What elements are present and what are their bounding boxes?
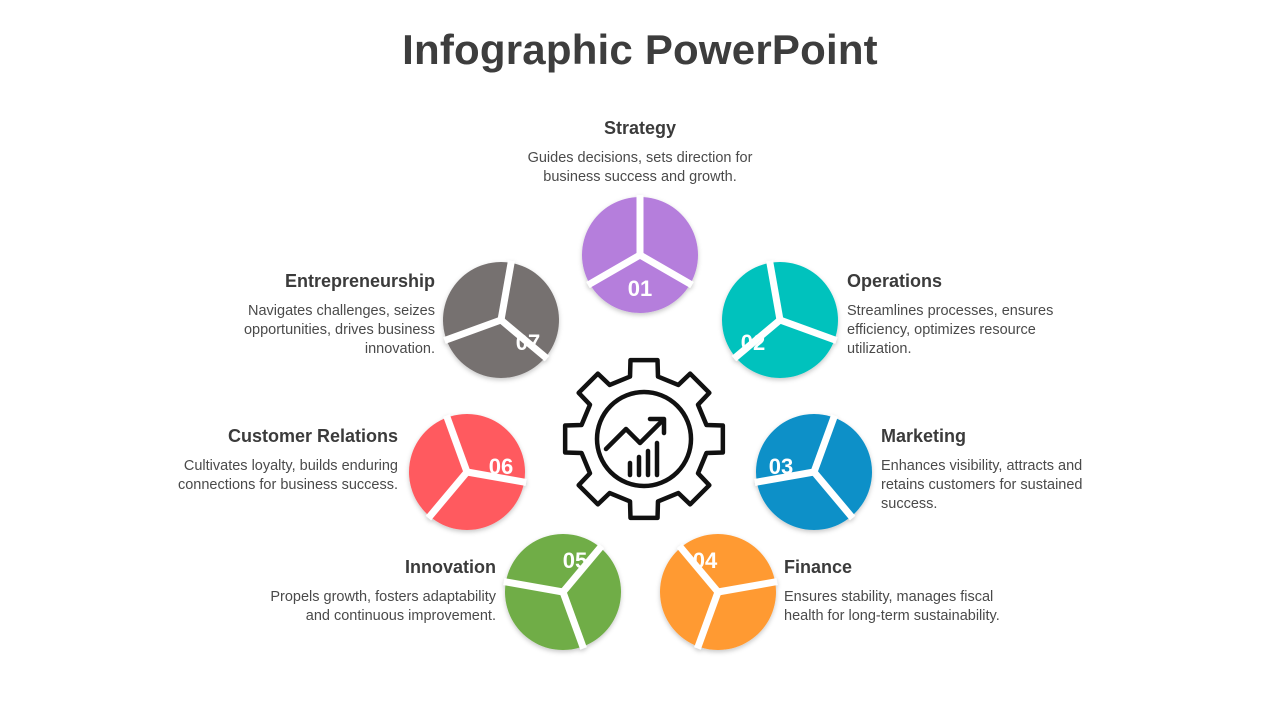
petal-circle-03 — [754, 414, 872, 530]
petal-divider — [717, 578, 778, 596]
petal-divider — [731, 317, 783, 362]
item-heading: Customer Relations — [227, 426, 398, 446]
item-heading: Strategy — [603, 118, 677, 138]
petal-divider — [694, 590, 722, 650]
item-description: Cultivates loyalty, builds enduring conn… — [177, 458, 398, 493]
slide-title: Infographic PowerPoint — [402, 26, 878, 73]
petal-segment — [680, 534, 776, 592]
petal-divider — [425, 469, 470, 521]
item-description: Navigates challenges, seizes opportuniti… — [243, 303, 435, 357]
petal-divider — [443, 414, 471, 474]
petal-divider — [810, 414, 838, 474]
item-heading: Innovation — [405, 557, 496, 577]
petal-divider — [498, 317, 550, 362]
petal-circle-06 — [409, 414, 527, 530]
petal-circle-02 — [722, 260, 838, 378]
petal-divider — [560, 543, 605, 595]
petal-divider — [638, 251, 694, 289]
item-description: Ensures stability, manages fiscal health… — [784, 589, 1000, 624]
petal-circle-05 — [503, 534, 621, 650]
item-heading: Finance — [784, 557, 853, 577]
petal-segment — [501, 262, 559, 358]
petal-number-04: 04 — [693, 548, 718, 573]
item-description: Streamlines processes, ensures efficienc… — [847, 303, 1054, 357]
petal-circle-01 — [581, 195, 699, 314]
petal-divider — [676, 543, 721, 595]
petal-circle-04 — [660, 534, 778, 650]
petal-number-02: 02 — [741, 330, 765, 355]
petal-divider — [754, 468, 815, 486]
petal-segment — [429, 472, 525, 530]
petal-number-07: 07 — [516, 330, 540, 355]
petal-divider — [559, 590, 587, 650]
petal-segment — [722, 262, 780, 358]
petal-divider — [586, 251, 642, 289]
item-description: Enhances visibility, attracts and retain… — [881, 458, 1083, 512]
petal-divider — [766, 260, 784, 321]
item-description: Propels growth, fosters adaptability and… — [270, 589, 496, 624]
petal-divider — [443, 316, 503, 344]
petal-divider — [497, 260, 515, 321]
petal-number-05: 05 — [563, 548, 587, 573]
gear-with-growth-chart-icon — [562, 357, 726, 521]
item-heading: Operations — [847, 271, 943, 291]
item-heading: Marketing — [881, 426, 967, 446]
petal-circle-07 — [443, 260, 559, 378]
petal-divider — [466, 468, 527, 486]
petal-divider — [778, 316, 838, 344]
petal-number-03: 03 — [769, 454, 793, 479]
item-description: Guides decisions, sets direction for bus… — [527, 150, 753, 185]
petal-divider — [503, 578, 564, 596]
petal-segment — [756, 472, 852, 530]
petal-number-01: 01 — [628, 276, 652, 301]
petal-divider — [811, 469, 856, 521]
item-heading: Entrepreneurship — [284, 271, 435, 291]
petal-segment — [505, 534, 601, 592]
petal-number-06: 06 — [489, 454, 513, 479]
